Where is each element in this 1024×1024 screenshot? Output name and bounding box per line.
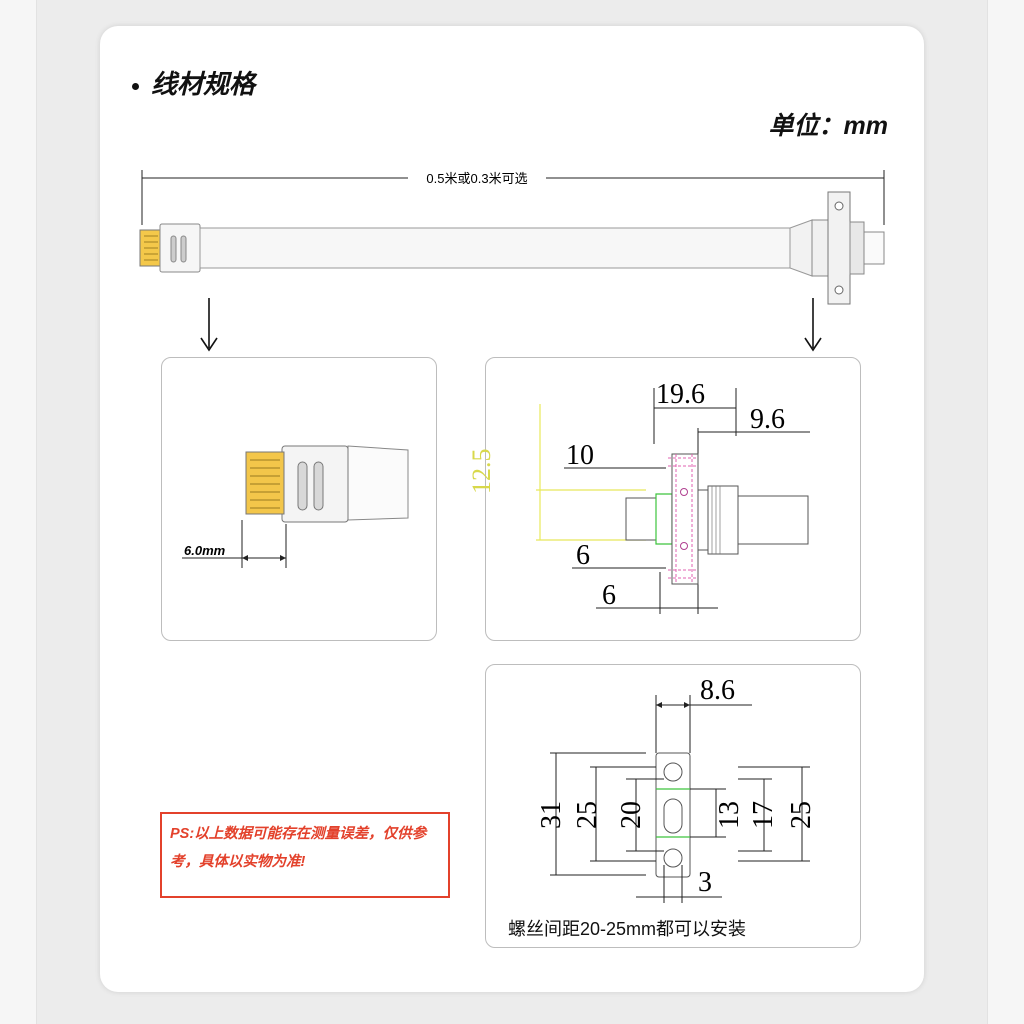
dim-9-6: 9.6 [750,404,785,435]
measurement-disclaimer: PS:以上数据可能存在测量误差，仅供参考，具体以实物为准! [160,812,450,898]
right-background-strip [987,0,1024,1024]
dim-31: 31 [536,801,567,829]
dim-8-6: 8.6 [700,675,735,706]
right-detail-port [737,495,809,545]
right-connector-drawing: 12.5 19.6 9.6 10 6 6 [467,379,810,614]
dim-12-5: 12.5 [467,449,496,495]
section-title: 线材规格 [132,64,255,101]
dim-25-right: 25 [786,801,817,829]
cable-overview: 0.5米或0.3米可选 [139,170,885,352]
left-detail-contacts [245,451,285,515]
dim-13: 13 [714,801,745,829]
right-port [863,231,885,265]
length-label: 0.5米或0.3米可选 [426,171,527,186]
arrow-down-right-icon [804,298,822,352]
width-label: 6.0mm [184,543,226,558]
dim-6-horizontal: 6 [602,580,616,611]
left-connector-drawing: 6.0mm [182,445,409,568]
mount-bracket-drawing: 8.6 31 25 20 13 17 [536,675,817,903]
left-connector-detail: 6.0mm [161,357,437,641]
dim-17: 17 [748,801,779,829]
left-connector-housing [159,223,201,273]
mount-caption: 螺丝间距20-25mm都可以安装 [508,919,747,939]
dim-6-vertical: 6 [576,540,590,571]
arrow-down-left-icon [200,298,218,352]
mount-bracket-detail: 8.6 31 25 20 13 17 [485,664,861,948]
dim-10: 10 [566,440,594,471]
dim-19-6: 19.6 [656,379,705,410]
flat-cable [199,227,791,269]
dim-25-left: 25 [572,801,603,829]
unit-label: 单位：mm [768,112,888,140]
bullet-icon [132,82,139,90]
right-strain-relief [789,219,813,277]
left-background-strip [0,0,37,1024]
dim-3: 3 [698,867,712,898]
dim-20: 20 [616,801,647,829]
right-connector-detail: 12.5 19.6 9.6 10 6 6 [467,357,861,641]
